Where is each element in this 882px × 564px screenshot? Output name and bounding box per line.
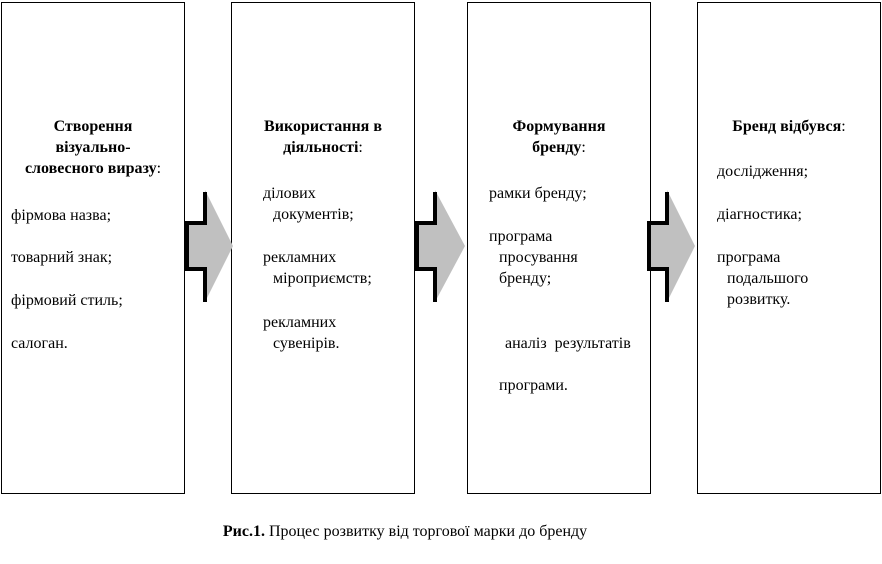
item-line: програма — [717, 249, 781, 266]
stage-box-brand-forming: Формування бренду: рамки бренду; програм… — [467, 2, 651, 494]
caption-label: Рис.1. — [222, 523, 265, 540]
item-line: дослідження; — [717, 163, 809, 180]
item-line: аналіз результатів — [505, 335, 631, 352]
item-line: сувенірів. — [273, 335, 340, 352]
title-colon: : — [841, 118, 846, 135]
item-line: подальшого — [727, 270, 809, 287]
right-arrow-icon — [415, 190, 465, 302]
stage-box-usage: Використання в діяльності: ділових докум… — [231, 2, 415, 494]
stage-title: Створення візуально- словесного виразу: — [2, 116, 184, 179]
item-line: міроприємств; — [273, 270, 372, 287]
list-item: програма подальшого розвитку. — [717, 247, 808, 310]
stage-box-brand-established: Бренд відбувся: дослідження; діагностика… — [697, 2, 881, 494]
title-line: візуально- — [55, 139, 131, 156]
item-line: рамки бренду; — [489, 185, 587, 202]
figure-caption: Рис.1. Процес розвитку від торгової марк… — [0, 523, 810, 541]
list-item: салоган. — [11, 335, 68, 352]
item-line: програма — [489, 228, 553, 245]
item-line: документів; — [273, 206, 354, 223]
title-line: Формування — [512, 118, 606, 135]
title-colon: : — [358, 139, 363, 156]
title-line: діяльності — [283, 139, 359, 156]
item-line: рекламних — [263, 314, 337, 331]
list-item: фірмова назва; — [11, 207, 112, 224]
item-line: бренду; — [499, 270, 552, 287]
title-line: бренду — [532, 139, 582, 156]
right-arrow-icon — [185, 190, 233, 302]
list-item: рекламних міроприємств; — [263, 247, 372, 289]
title-line: Створення — [53, 118, 133, 135]
list-item: діагностика; — [717, 204, 802, 225]
list-item: дослідження; — [717, 161, 808, 182]
list-item: аналіз результатів програми. — [489, 312, 631, 438]
title-colon: : — [156, 160, 162, 177]
item-line: рекламних — [263, 249, 337, 266]
stage-title: Бренд відбувся: — [698, 116, 880, 137]
stage-title: Формування бренду: — [468, 116, 650, 158]
title-line: словесного виразу — [24, 160, 157, 177]
title-colon: : — [581, 139, 586, 156]
list-item: рекламних сувенірів. — [263, 312, 339, 354]
item-line: ділових — [263, 185, 316, 202]
list-item: фірмовий стиль; — [11, 292, 123, 309]
right-arrow-icon — [647, 190, 695, 302]
caption-text: Процес розвитку від торгової марки до бр… — [264, 523, 588, 540]
title-line: Бренд відбувся — [732, 118, 842, 135]
title-line: Використання в — [264, 118, 382, 135]
list-item: програма просування бренду; — [489, 226, 578, 289]
item-line: розвитку. — [727, 291, 791, 308]
stage-title: Використання в діяльності: — [232, 116, 414, 158]
item-line: діагностика; — [717, 206, 802, 223]
list-item: товарний знак; — [11, 249, 113, 266]
item-line: просування — [499, 249, 578, 266]
item-line: програми. — [499, 377, 568, 394]
list-item: рамки бренду; — [489, 183, 587, 204]
stage-box-creation: Створення візуально- словесного виразу: … — [1, 2, 185, 494]
list-item: ділових документів; — [263, 183, 354, 225]
